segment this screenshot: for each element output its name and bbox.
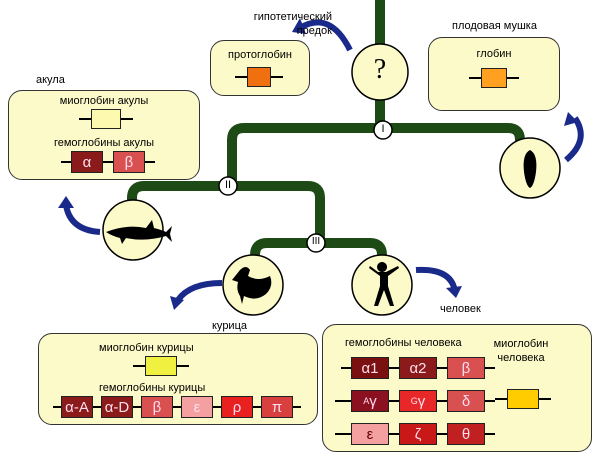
gene-epsilon: ε bbox=[351, 423, 389, 445]
gene-beta: β bbox=[447, 357, 485, 379]
gene-alpha: α bbox=[71, 151, 103, 173]
shark-myoglobin-gene bbox=[79, 109, 133, 129]
gene-alpha-A: α-A bbox=[61, 396, 93, 418]
arrow-ancestor bbox=[298, 19, 353, 52]
gene-zeta: ζ bbox=[399, 423, 437, 445]
gene-alpha2: α2 bbox=[399, 357, 437, 379]
silhouettes bbox=[106, 150, 550, 306]
node-II-circle bbox=[218, 176, 238, 196]
node-III-label: III bbox=[311, 236, 321, 247]
arrow-chicken bbox=[175, 280, 223, 302]
chicken-hb-title: гемоглобины курицы bbox=[99, 382, 206, 394]
protoglobin-gene bbox=[235, 67, 283, 87]
gene-beta: β bbox=[141, 396, 173, 418]
human-myoglobin-gene bbox=[495, 389, 551, 409]
human-label: человек bbox=[440, 303, 481, 315]
ancestor-circle bbox=[351, 43, 409, 101]
shark-label: акула bbox=[36, 74, 65, 86]
shark-icon bbox=[106, 220, 172, 244]
shark-myoglobin-title: миоглобин акулы bbox=[59, 95, 149, 107]
gene-epsilon: ε bbox=[181, 396, 213, 418]
gene-pi: π bbox=[261, 396, 293, 418]
fly-icon bbox=[510, 150, 550, 188]
human-panel: гемоглобины человека миоглобин человека … bbox=[322, 324, 592, 452]
protoglobin-title: протоглобин bbox=[228, 49, 292, 61]
fly-panel: глобин bbox=[428, 37, 560, 111]
human-icon bbox=[369, 262, 399, 306]
node-root-label: ? bbox=[373, 54, 387, 85]
fly-globin-gene bbox=[469, 68, 519, 88]
protoglobin-panel: протоглобин bbox=[210, 40, 310, 96]
shark-hb-title: гемоглобины акулы bbox=[53, 137, 155, 149]
fly-globin-title: глобин bbox=[476, 48, 512, 60]
gene-delta: δ bbox=[447, 390, 485, 412]
fly-label: плодовая мушка bbox=[452, 20, 537, 32]
human-hb-title: гемоглобины человека bbox=[345, 337, 462, 349]
gene-theta: θ bbox=[447, 423, 485, 445]
ancestor-label: гипотетический предок bbox=[253, 11, 332, 37]
node-I-circle bbox=[373, 120, 393, 140]
node-III-circle bbox=[306, 233, 326, 253]
human-hb-row-1: α1 α2 β bbox=[341, 357, 495, 379]
node-II-label: II bbox=[224, 179, 232, 191]
human-myoglobin-title: миоглобин человека bbox=[493, 338, 549, 364]
gene-rho: ρ bbox=[221, 396, 253, 418]
node-I-label: I bbox=[381, 123, 385, 135]
gene-alpha-D: α-D bbox=[101, 396, 133, 418]
chicken-myoglobin-title: миоглобин курицы bbox=[99, 342, 194, 354]
rooster-icon bbox=[232, 267, 272, 304]
arrow-shark bbox=[63, 204, 101, 235]
chicken-myoglobin-gene bbox=[133, 356, 189, 376]
gene-beta: β bbox=[113, 151, 145, 173]
gene-alpha1: α1 bbox=[351, 357, 389, 379]
chicken-label: курица bbox=[212, 320, 247, 332]
